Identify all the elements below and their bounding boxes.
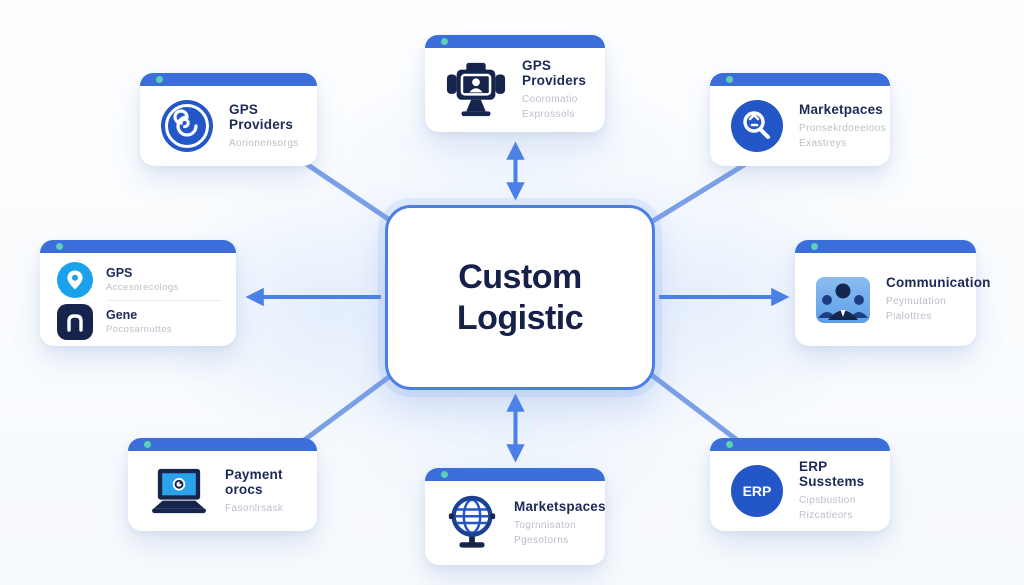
card-subtitle: Pronsekrdoeeioos bbox=[799, 122, 887, 134]
card-header-bar bbox=[128, 438, 317, 451]
connector-top-right bbox=[645, 162, 747, 227]
card-header-bar bbox=[40, 240, 236, 253]
card-header-bar bbox=[710, 73, 890, 86]
node-marketspaces[interactable]: Marketspaces Togrnnisaton Pgesotorns bbox=[425, 468, 606, 565]
teal-dot bbox=[144, 441, 151, 448]
list-item-gene[interactable]: Gene Pocosarnuttes bbox=[56, 301, 222, 342]
erp-badge-icon: ERP bbox=[730, 464, 784, 518]
central-node-label-line1: Custom bbox=[458, 258, 582, 297]
card-header-bar bbox=[425, 35, 605, 48]
card-header-bar bbox=[710, 438, 890, 451]
card-subtitle: Pgesotorns bbox=[514, 534, 569, 546]
node-payment[interactable]: Payment orocs Fasonlrsask bbox=[128, 438, 317, 531]
node-erp-systems[interactable]: ERP ERP Susstems Cipsbustion Rizcatieors bbox=[710, 438, 890, 531]
node-gps-gene[interactable]: GPS Accesorecologs Gene Pocosarnuttes bbox=[40, 240, 236, 346]
card-title: Marketpaces bbox=[799, 101, 883, 117]
location-pin-icon bbox=[56, 261, 94, 299]
card-title: GPS Providers bbox=[229, 101, 294, 132]
card-title: Payment orocs bbox=[225, 466, 283, 497]
row-title: GPS bbox=[106, 266, 133, 280]
row-title: Gene bbox=[106, 308, 138, 322]
node-communication[interactable]: Communication Peymutation Pialottres bbox=[795, 240, 990, 346]
card-subtitle: Aorionensorgs bbox=[229, 137, 299, 149]
card-header-bar bbox=[425, 468, 605, 481]
node-gps-providers-top-left[interactable]: GPS Providers Aorionensorgs bbox=[140, 73, 317, 166]
gps-device-icon bbox=[445, 61, 507, 119]
card-subtitle: Cooromatio bbox=[522, 94, 578, 105]
teal-dot bbox=[441, 471, 448, 478]
card-subtitle: Exprossols bbox=[522, 109, 575, 120]
teal-dot bbox=[441, 38, 448, 45]
card-subtitle: Togrnnisaton bbox=[514, 519, 577, 531]
bracket-icon bbox=[56, 303, 94, 341]
node-marketpaces[interactable]: Marketpaces Pronsekrdoeeioos Exastreys bbox=[710, 73, 890, 166]
card-header-bar bbox=[795, 240, 976, 253]
teal-dot bbox=[726, 76, 733, 83]
card-title: GPS Providers bbox=[522, 58, 587, 88]
desk-globe-icon bbox=[445, 493, 499, 553]
card-subtitle: Exastreys bbox=[799, 137, 847, 149]
card-subtitle: Fasonlrsask bbox=[225, 502, 284, 514]
list-item-gps[interactable]: GPS Accesorecologs bbox=[56, 259, 222, 300]
marketplace-search-icon bbox=[730, 99, 784, 153]
card-title: ERP Susstems bbox=[799, 459, 865, 489]
card-subtitle: Peymutation bbox=[886, 296, 946, 307]
card-title: Marketspaces bbox=[514, 498, 606, 514]
teal-dot bbox=[56, 243, 63, 250]
teal-dot bbox=[811, 243, 818, 250]
node-gps-providers-top-center[interactable]: GPS Providers Cooromatio Exprossols bbox=[425, 35, 605, 132]
card-header-bar bbox=[140, 73, 317, 86]
spiral-icon bbox=[160, 99, 214, 153]
card-subtitle: Rizcatieors bbox=[799, 510, 853, 521]
laptop-payment-icon bbox=[148, 466, 210, 516]
row-divider bbox=[108, 300, 222, 301]
row-subtitle: Pocosarnuttes bbox=[106, 324, 172, 335]
teal-dot bbox=[726, 441, 733, 448]
card-title: Communication bbox=[886, 275, 991, 290]
card-subtitle: Cipsbustion bbox=[799, 495, 856, 506]
central-node-label-line2: Logistic bbox=[456, 298, 584, 337]
connector-bottom-left bbox=[300, 368, 400, 444]
card-subtitle: Pialottres bbox=[886, 311, 932, 322]
row-subtitle: Accesorecologs bbox=[106, 282, 179, 293]
connector-bottom-right bbox=[642, 367, 744, 446]
central-node-custom-logistic[interactable]: Custom Logistic bbox=[385, 205, 655, 390]
connector-top-left bbox=[302, 160, 403, 230]
erp-badge-text: ERP bbox=[743, 483, 772, 499]
people-icon bbox=[815, 276, 871, 324]
teal-dot bbox=[156, 76, 163, 83]
